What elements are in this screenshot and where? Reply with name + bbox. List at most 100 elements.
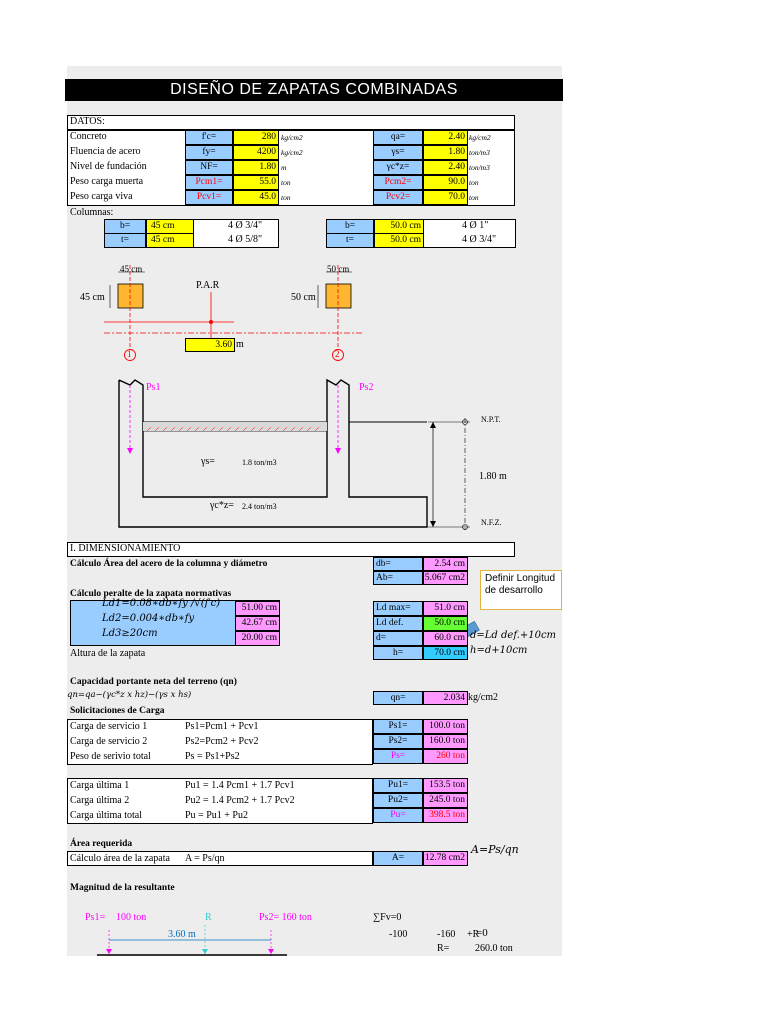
db-label: db= (373, 557, 423, 571)
ld-value[interactable]: 51.00 cm (235, 601, 280, 616)
datos-val2[interactable]: 70.0 (423, 190, 468, 205)
nfz-label: N.F.Z. (481, 518, 502, 527)
service-row-value[interactable]: 100.0 ton (423, 719, 468, 734)
par-label: P.A.R (196, 280, 220, 291)
ld-result-label: Ld max= (373, 601, 423, 616)
gcz-label: γc*z= (210, 500, 234, 511)
ultimate-row-formula: Pu = Pu1 + Pu2 (185, 810, 248, 821)
ultimate-row-label: Carga última 1 (70, 780, 130, 791)
column2-plan (325, 283, 352, 309)
column2-top-dim: 50 cm (327, 264, 350, 274)
datos-unit2: ton (469, 178, 479, 187)
column2-size[interactable]: 50.0 cm (374, 233, 424, 248)
depth-label: 1.80 m (479, 471, 507, 482)
columnas-label: Columnas: (70, 207, 114, 218)
sum-term4: =0 (476, 927, 488, 939)
service-row-formula: Ps1=Pcm1 + Pcv1 (185, 721, 259, 732)
ld-value[interactable]: 42.67 cm (235, 616, 280, 631)
area-formula-text: A = Ps/qn (185, 853, 225, 864)
datos-row-label: Peso carga muerta (70, 176, 144, 187)
ld-result-value[interactable]: 51.0 cm (423, 601, 468, 616)
column1-plan (117, 283, 144, 309)
ld-formula: Ld3≥20cm (102, 628, 158, 639)
service-row-label: Carga de servicio 2 (70, 736, 148, 747)
ultimate-row-sym: Pu1= (373, 778, 423, 793)
datos-row-label: Concreto (70, 131, 107, 142)
datos-sym2: γc*z= (373, 160, 423, 175)
service-row-label: Peso de serivio total (70, 751, 151, 762)
datos-sym2: Pcv2= (373, 190, 423, 205)
qn-unit: kg/cm2 (468, 692, 498, 703)
datos-unit1: ton (281, 178, 291, 187)
ultimate-row-formula: Pu2 = 1.4 Pcm2 + 1.7 Pcv2 (185, 795, 295, 806)
column2-left-dim: 50 cm (291, 292, 316, 303)
ld-value[interactable]: 20.00 cm (235, 631, 280, 646)
service-row-sym: Ps= (373, 749, 423, 764)
page-title: DISEÑO DE ZAPATAS COMBINADAS (65, 79, 563, 101)
a-formula: A=Ps/qn (471, 843, 519, 856)
service-row-label: Carga de servicio 1 (70, 721, 148, 732)
sum-term3: +R (467, 929, 480, 940)
ultimate-row-value[interactable]: 153.5 ton (423, 778, 468, 793)
r-value: 260.0 ton (475, 943, 513, 954)
column2-bars: 4 Ø 3/4" (462, 234, 497, 245)
db-value[interactable]: 2.54 cm (423, 557, 468, 571)
datos-val2[interactable]: 1.80 (423, 145, 468, 160)
ps1-label: Ps1 (146, 382, 161, 393)
qn-value[interactable]: 2.034 (423, 691, 468, 705)
datos-unit1: kg/cm2 (281, 148, 303, 157)
r-label: R (205, 912, 212, 923)
datos-val2[interactable]: 90.0 (423, 175, 468, 190)
sum-term1: -100 (389, 929, 408, 940)
datos-val1[interactable]: 45.0 (233, 190, 279, 205)
ps2-label: Ps2 (359, 382, 374, 393)
ld-formula: Ld1=0.08∗db∗fy /√(f′c) (102, 598, 221, 609)
h-value[interactable]: 70.0 cm (423, 646, 468, 660)
column1-sym: t= (104, 233, 146, 248)
datos-unit2: kg/cm2 (469, 133, 491, 142)
datos-val1[interactable]: 1.80 (233, 160, 279, 175)
ld-result-value[interactable]: 50.0 cm (423, 616, 468, 631)
datos-val2[interactable]: 2.40 (423, 160, 468, 175)
span-value[interactable]: 3.60 (185, 338, 235, 352)
ultimate-row-value[interactable]: 398.5 ton (423, 808, 468, 823)
datos-header-cell[interactable] (67, 115, 515, 130)
datos-sym1: fy= (185, 145, 233, 160)
capacidad-title: Capacidad portante neta del terreno (qn) (70, 677, 237, 687)
ab-label: Ab= (373, 571, 423, 585)
column2-bars: 4 Ø 1" (462, 220, 489, 231)
dim-header-cell (67, 542, 515, 557)
axis1-marker (124, 349, 136, 361)
altura-label: Altura de la zapata (70, 648, 146, 659)
ab-value[interactable]: 5.067 cm2 (423, 571, 468, 585)
r-eq-label: R= (437, 943, 450, 954)
sum-term2: -160 (437, 929, 456, 940)
ultimate-row-label: Carga última 2 (70, 795, 130, 806)
service-row-formula: Ps = Ps1+Ps2 (185, 751, 240, 762)
ld-result-value[interactable]: 60.0 cm (423, 631, 468, 646)
datos-val1[interactable]: 280 (233, 130, 279, 145)
axis2-label: 2 (335, 349, 340, 359)
peralte-title: Cálculo peralte de la zapata normativas (70, 589, 232, 599)
datos-val1[interactable]: 4200 (233, 145, 279, 160)
service-row-sym: Ps1= (373, 719, 423, 734)
r-ps1-value: 100 ton (116, 912, 147, 923)
a-value[interactable]: 12.78 cm2 (423, 851, 468, 866)
datos-sym1: f'c= (185, 130, 233, 145)
service-row-value[interactable]: 160.0 ton (423, 734, 468, 749)
datos-val2[interactable]: 2.40 (423, 130, 468, 145)
datos-row-label: Peso carga viva (70, 191, 133, 202)
npt-label: N.P.T. (481, 415, 501, 424)
gcz-value: 2.4 ton/m3 (242, 502, 277, 511)
solicitaciones-title: Solicitaciones de Carga (70, 706, 165, 716)
service-row-value[interactable]: 260 ton (423, 749, 468, 764)
ultimate-row-sym: Pu2= (373, 793, 423, 808)
datos-val1[interactable]: 55.0 (233, 175, 279, 190)
ultimate-row-value[interactable]: 245.0 ton (423, 793, 468, 808)
footing-section-outline (118, 378, 428, 528)
a-label: A= (373, 851, 423, 866)
datos-sym2: Pcm2= (373, 175, 423, 190)
column1-size[interactable]: 45 cm (146, 233, 194, 248)
datos-unit2: ton/m3 (469, 163, 490, 172)
datos-row-label: Nivel de fundación (70, 161, 147, 172)
